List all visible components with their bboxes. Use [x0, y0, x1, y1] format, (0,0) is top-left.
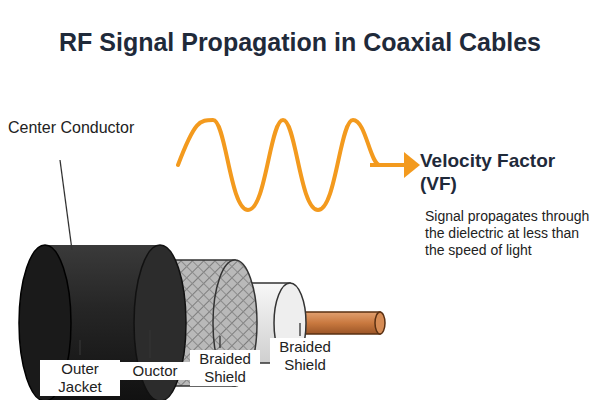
- conductor-end: [375, 312, 385, 334]
- part-label: Braided Shield: [190, 350, 260, 386]
- arrow-shaft: [370, 163, 408, 167]
- leader-line: [219, 336, 220, 348]
- part-label: Braided Shield: [270, 338, 340, 374]
- part-label: Outer Jacket: [40, 360, 120, 396]
- note-text: Signal propagates through the dielectric…: [425, 208, 593, 258]
- title: RF Signal Propagation in Coaxial Cables: [0, 28, 600, 57]
- leader-line: [60, 160, 72, 250]
- heading-label: Velocity Factor (VF): [420, 150, 590, 196]
- leader-line: [149, 330, 150, 358]
- leader-line: [79, 340, 80, 355]
- arrow-head: [404, 152, 420, 178]
- leader-lines: [60, 160, 300, 358]
- part-label: Ouctor: [120, 362, 190, 380]
- rf-wave: [178, 120, 400, 210]
- part-label: Center Conductor: [8, 118, 138, 137]
- leader-line: [299, 323, 300, 336]
